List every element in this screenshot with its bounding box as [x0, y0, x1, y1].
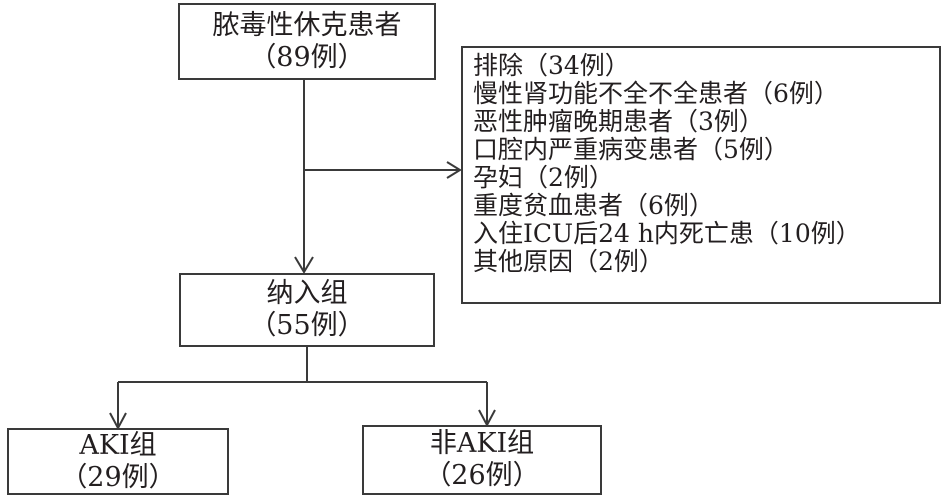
arrowhead-included	[294, 256, 314, 274]
start-box: 脓毒性休克患者 （89例）	[178, 3, 436, 80]
exclusion-item: 孕妇（2例）	[473, 163, 614, 192]
aki-title: AKI组	[79, 429, 157, 461]
included-title: 纳入组	[266, 278, 348, 309]
non-aki-box: 非AKI组 （26例）	[362, 425, 602, 495]
non-aki-count: （26例）	[424, 460, 540, 491]
start-title: 脓毒性休克患者	[212, 9, 402, 41]
exclusion-item: 其他原因（2例）	[473, 247, 664, 276]
non-aki-title: 非AKI组	[429, 428, 535, 459]
exclusion-item: 口腔内严重病变患者（5例）	[473, 135, 789, 164]
included-count: （55例）	[249, 310, 365, 341]
exclusion-item: 排除（34例）	[473, 51, 630, 80]
exclusion-item: 重度贫血患者（6例）	[473, 191, 714, 220]
aki-box: AKI组 （29例）	[7, 428, 229, 495]
exclusion-item: 恶性肿瘤晚期患者（3例）	[473, 107, 764, 136]
start-count: （89例）	[249, 41, 365, 73]
exclusion-item: 慢性肾功能不全不全患者（6例）	[473, 79, 839, 108]
exclusion-item: 入住ICU后24 h内死亡患（10例）	[473, 219, 861, 248]
exclusion-box: 排除（34例） 慢性肾功能不全不全患者（6例） 恶性肿瘤晚期患者（3例） 口腔内…	[461, 46, 941, 304]
included-box: 纳入组 （55例）	[179, 273, 435, 347]
arrowhead-exclude	[446, 161, 462, 179]
aki-count: （29例）	[60, 461, 176, 493]
